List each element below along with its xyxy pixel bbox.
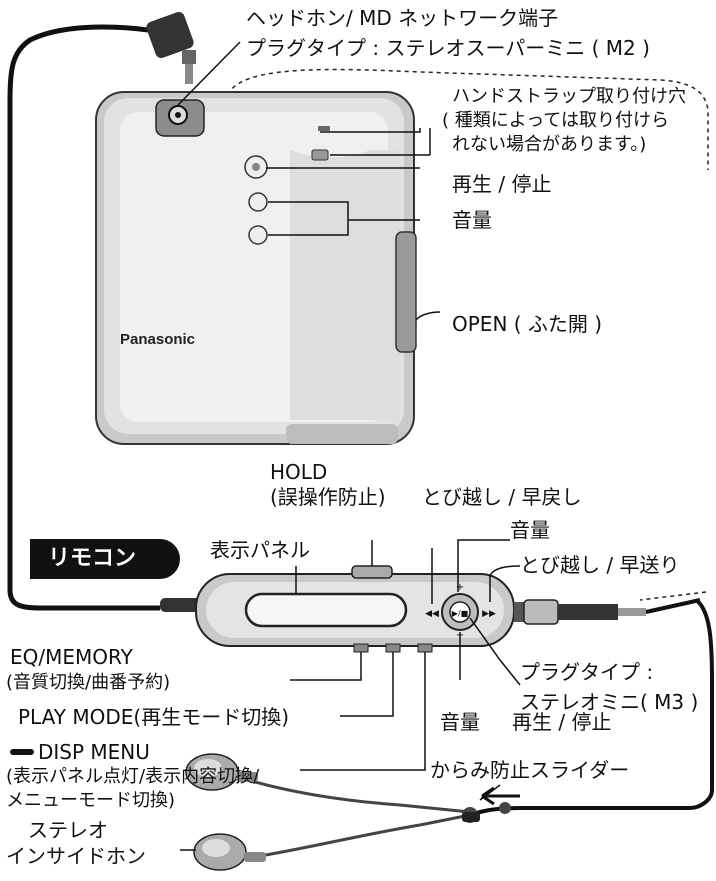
strap-hole-label-3: れない場合があります。) (452, 134, 647, 155)
display-panel-label: 表示パネル (210, 538, 310, 562)
remote-earphone-cable (469, 598, 714, 817)
plug-type-m3-label: プラグタイプ : (520, 660, 654, 684)
eq-memory-label: EQ/MEMORY (10, 645, 133, 669)
remote-badge: リモコン (30, 539, 180, 579)
remote-body: ▶/■ ◀◀ ▶▶ + − (160, 565, 701, 653)
earphones (180, 753, 511, 871)
skip-back-label: とび越し / 早戻し (422, 485, 582, 509)
earphones-label: ステレオ (28, 818, 108, 842)
open-label: OPEN ( ふた開 ) (452, 312, 603, 336)
headphone-terminal-label: ヘッドホン/ MD ネットワーク端子 (246, 6, 559, 30)
slider-arrow-icon (481, 786, 520, 806)
eq-memory-sub-label: (音質切換/曲番予約) (6, 672, 171, 693)
svg-text:▶/■: ▶/■ (452, 609, 468, 618)
play-stop-remote-label: 再生 / 停止 (512, 710, 612, 734)
disp-minus-icon (10, 749, 34, 755)
md-player-body (95, 91, 417, 445)
main-leader-lines (177, 41, 441, 321)
volume-main-label: 音量 (452, 208, 492, 232)
tangle-slider-label: からみ防止スライダー (430, 758, 630, 782)
brand-logo: Panasonic (120, 331, 196, 348)
play-mode-label: PLAY MODE(再生モード切換) (18, 705, 290, 729)
svg-text:◀◀: ◀◀ (425, 609, 439, 619)
disp-menu-sub-label-2: メニューモード切換) (6, 790, 176, 811)
disp-menu-sub-label-1: (表示パネル点灯/表示内容切換/ (6, 766, 260, 787)
volume-top-label: 音量 (510, 518, 550, 542)
strap-callout-dash (227, 68, 709, 170)
hold-label: HOLD (270, 460, 328, 484)
strap-hole-label-2: ( 種類によっては取り付けら (442, 110, 669, 131)
volume-bottom-label: 音量 (440, 710, 480, 734)
disp-menu-label: DISP MENU (38, 740, 150, 764)
svg-text:+: + (456, 582, 464, 593)
skip-forward-label: とび越し / 早送り (520, 553, 680, 577)
plug-type-m2-label: プラグタイプ : ステレオスーパーミニ ( M2 ) (246, 36, 650, 60)
earphones-sub-label: インサイドホン (6, 844, 146, 868)
strap-hole-label-1: ハンドストラップ取り付け穴 (452, 86, 686, 107)
remote-leader-lines (290, 539, 521, 801)
hold-sub-label: (誤操作防止) (270, 485, 386, 509)
svg-text:▶▶: ▶▶ (482, 609, 496, 619)
plug-type-m3-sub-label: ステレオミニ( M3 ) (520, 690, 699, 714)
headphone-plug (146, 11, 196, 84)
play-stop-main-label: 再生 / 停止 (452, 172, 552, 196)
headphone-cable (7, 24, 160, 611)
remote-callout-dash (639, 591, 707, 601)
